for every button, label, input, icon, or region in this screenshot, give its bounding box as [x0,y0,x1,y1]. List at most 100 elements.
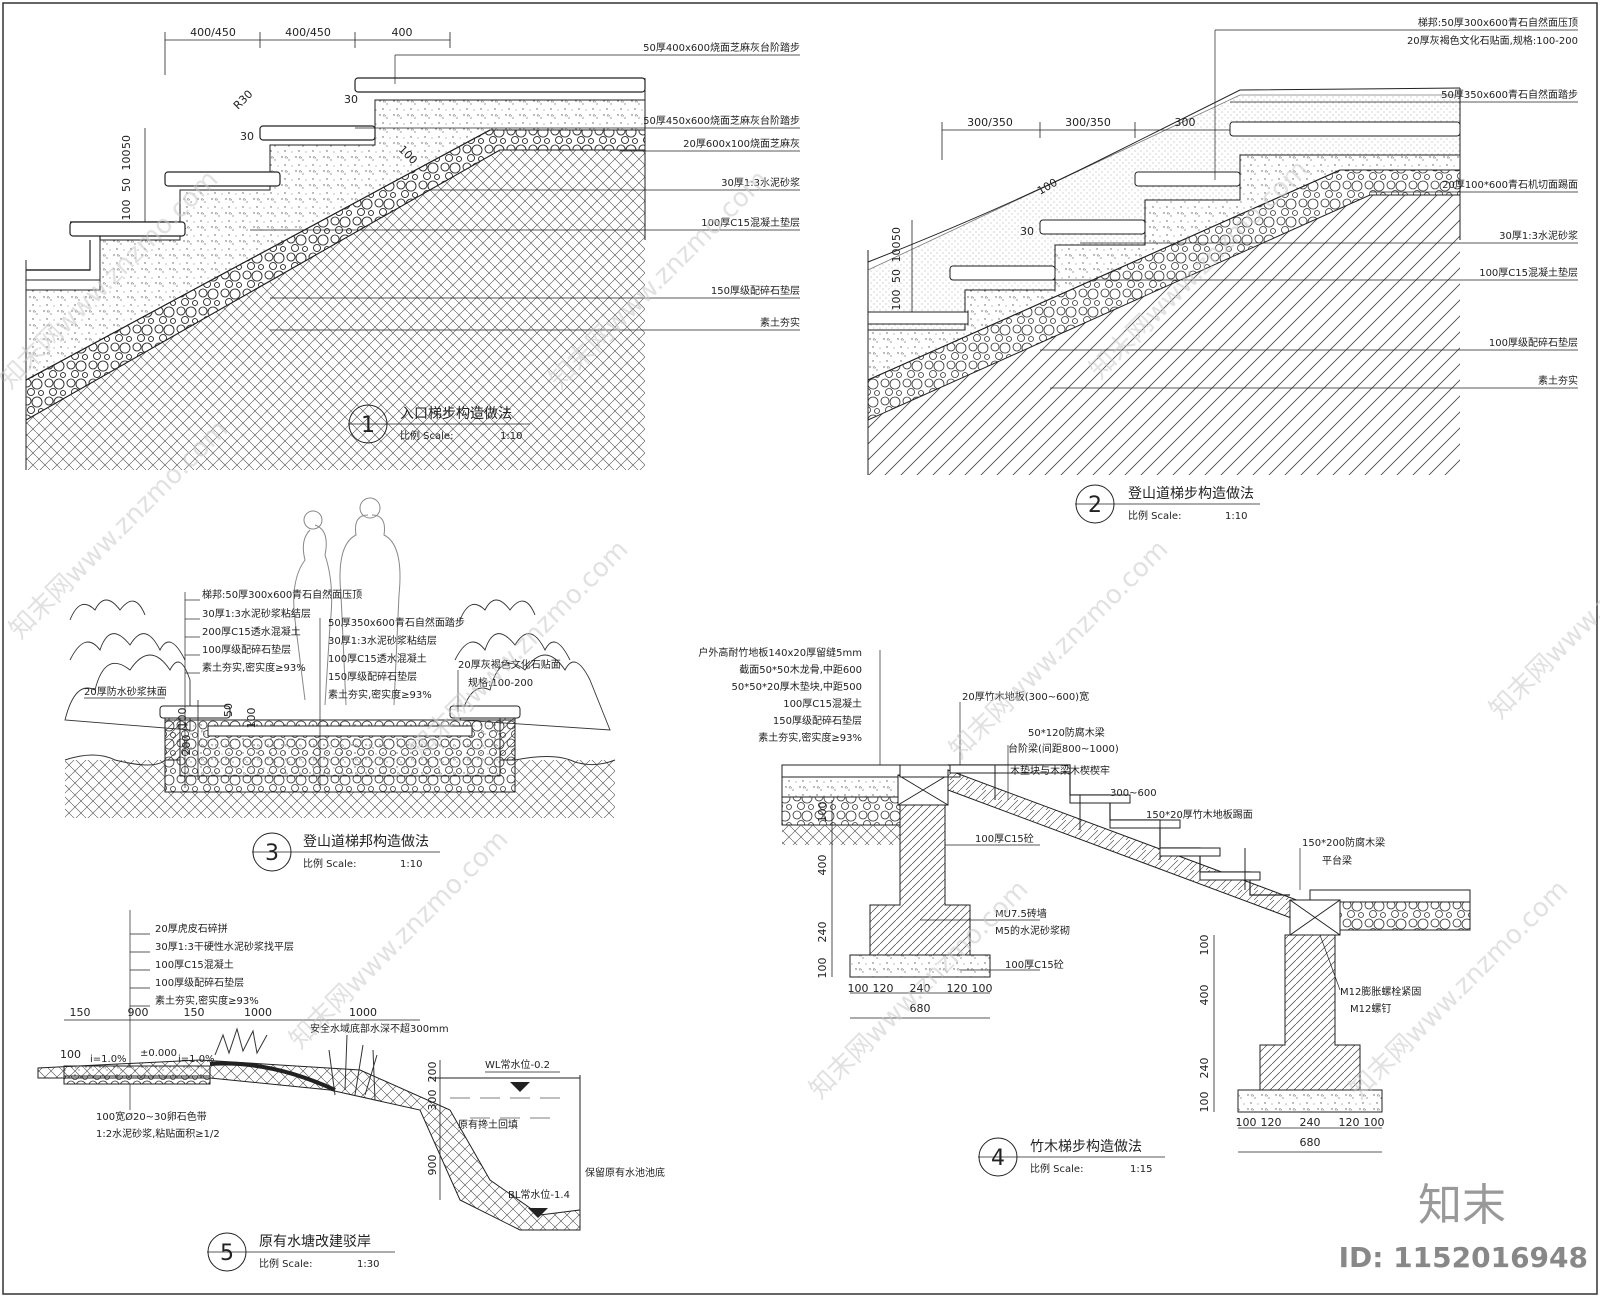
watermark-10: 知末网www.znzmo.com [1484,494,1600,725]
d5-backfill: 原有搀土回填 [458,1118,518,1131]
d3-left-2: 30厚1:3水泥砂浆粘结层 [202,607,311,620]
d4-hl-1: 100 [848,982,869,995]
d5-level: ±0.000 [140,1048,177,1059]
d5-top-4: 100厚级配碎石垫层 [155,976,244,989]
d3-dim-4: 100 [245,708,258,729]
d1-label-7: 素土夯实 [760,316,800,329]
d5-dim-1: 150 [70,1006,91,1019]
d5-dim-3: 150 [184,1006,205,1019]
d3-dim-2: 100 [176,708,189,729]
d3-mid-2: 30厚1:3水泥砂浆粘结层 [328,634,437,647]
d5-dim-5: 1000 [349,1006,377,1019]
d2-label-1: 梯邦:50厚300x600青石自然面压顶 [1418,16,1578,29]
d3-mid-1: 50厚350x600青石自然面踏步 [328,616,465,629]
d5-bottom-2: 1:2水泥砂浆,粘贴面积≥1/2 [96,1127,220,1140]
d4-left-1: 户外高耐竹地板140x20厚留缝5mm [698,646,862,659]
d4-vl-4: 100 [816,958,829,979]
d4-mid-9: M5的水泥砂浆砌 [995,924,1070,937]
d3-right-1: 20厚灰褐色文化石贴面 [458,658,561,671]
d5-slope-2: i=1.0% [178,1054,215,1065]
d1-scale-label: 比例 Scale: [400,429,453,442]
d3-right-2: 规格:100-200 [468,676,533,689]
d5-top-3: 100厚C15混凝土 [155,958,234,971]
d4-vl-2: 400 [816,855,829,876]
d5-dim-4: 1000 [244,1006,272,1019]
d2-dim-left-4: 100 [890,290,903,311]
detail-5-pond-bank: 20厚虎皮石碎拼 30厚1:3干硬性水泥砂浆找平层 100厚C15混凝土 100… [37,910,665,1272]
d4-total-right: 680 [1300,1136,1321,1149]
d4-left-3: 50*50*20厚木垫块,中距500 [732,680,862,693]
d5-bottom-level: BL常水位-1.4 [508,1188,570,1201]
d3-mid-3: 100厚C15透水混凝土 [328,652,427,665]
d4-mid-10: 100厚C15砼 [1005,958,1064,971]
d3-left-1: 梯邦:50厚300x600青石自然面压顶 [202,588,362,601]
d1-annot-r30: R30 [231,88,255,112]
d4-mid-7: 100厚C15砼 [975,832,1034,845]
d3-left-3: 200厚C15透水混凝土 [202,625,301,638]
d2-label-8: 素土夯实 [1538,374,1578,387]
d3-dim-3: 200 [180,735,193,756]
d4-scale: 1:15 [1130,1164,1152,1175]
d5-dim100: 100 [60,1048,81,1061]
d3-scale-label: 比例 Scale: [303,857,356,870]
d5-top-5: 素土夯实,密实度≥93% [155,994,259,1007]
d3-number: 3 [265,841,279,866]
d5-dim-2: 900 [128,1006,149,1019]
d5-keep-bottom: 保留原有水池池底 [585,1166,665,1179]
d1-scale: 1:10 [500,431,522,442]
d1-annot-30a: 30 [240,130,254,143]
d2-label-2: 20厚灰褐色文化石贴面,规格:100-200 [1407,34,1578,47]
d1-title: 入口梯步构造做法 [400,406,512,422]
d4-left-6: 素土夯实,密实度≥93% [758,731,862,744]
d4-right-1: 150*200防腐木梁 [1302,836,1385,849]
d4-total-left: 680 [910,1002,931,1015]
d2-label-6: 100厚C15混凝土垫层 [1479,266,1578,279]
d4-vr-2: 400 [1198,985,1211,1006]
d5-scale-label: 比例 Scale: [259,1257,312,1270]
d5-bottom-1: 100宽Ø20~30卵石色带 [96,1110,207,1123]
watermark-5: 知末网www.znzmo.com [404,534,635,765]
id-text: ID: 1152016948 [1339,1241,1588,1274]
d4-hr-5: 100 [1364,1116,1385,1129]
d1-label-4: 30厚1:3水泥砂浆 [721,176,800,189]
d2-dim-top-2: 300/350 [1065,116,1111,129]
d5-title: 原有水塘改建驳岸 [259,1234,371,1250]
d4-vr-3: 240 [1198,1058,1211,1079]
d2-dim-left-1: 50 [890,227,903,241]
d4-mid-4: 木垫块与木梁木楔楔牢 [1010,764,1110,777]
d1-dim-top-3: 400 [392,26,413,39]
d4-right-3: M12膨胀螺栓紧固 [1340,985,1421,998]
d1-dim-left-4: 100 [120,200,133,221]
d5-scale: 1:30 [357,1259,379,1270]
d5-v-3: 900 [426,1155,439,1176]
d2-dim-left-3: 50 [890,269,903,283]
d4-left-2: 截面50*50木龙骨,中距600 [739,663,862,676]
d1-annot-30b: 30 [344,93,358,106]
d3-mid-5: 素土夯实,密实度≥93% [328,688,432,701]
d4-hr-1: 100 [1236,1116,1257,1129]
d4-scale-label: 比例 Scale: [1030,1162,1083,1175]
d5-water-level: WL常水位-0.2 [485,1058,550,1071]
d1-dim-top-2: 400/450 [285,26,331,39]
d1-dim-left-2: 100 [120,150,133,171]
d4-mid-8: MU7.5砖墙 [995,907,1047,920]
d4-hr-4: 120 [1339,1116,1360,1129]
d4-vr-1: 100 [1198,935,1211,956]
d2-label-3: 50厚350x600青石自然面踏步 [1441,88,1578,101]
d4-vl-3: 240 [816,922,829,943]
d4-hl-2: 120 [873,982,894,995]
d2-scale-label: 比例 Scale: [1128,509,1181,522]
d3-left-low: 20厚防水砂浆抹面 [84,685,167,698]
d2-title: 登山道梯步构造做法 [1128,486,1254,502]
d3-title: 登山道梯邦构造做法 [303,834,429,850]
d2-dim-top-1: 300/350 [967,116,1013,129]
d2-label-5: 30厚1:3水泥砂浆 [1499,229,1578,242]
d2-scale: 1:10 [1225,511,1247,522]
d5-slope-1: i=1.0% [90,1054,127,1065]
d4-mid-5: 300~600 [1110,788,1157,799]
d4-hl-4: 120 [947,982,968,995]
d5-note-top: 安全水域底部水深不超300mm [310,1022,449,1035]
d4-number: 4 [991,1146,1005,1171]
d1-dim-left-1: 50 [120,135,133,149]
